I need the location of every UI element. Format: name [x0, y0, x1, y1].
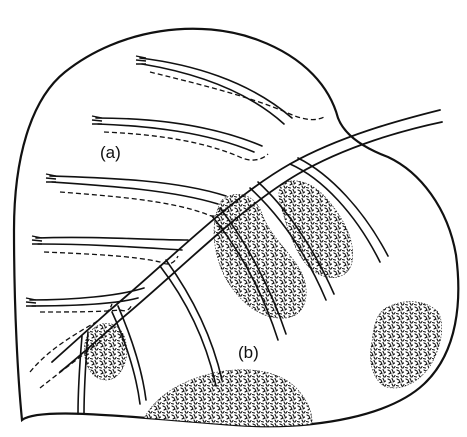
label-b: (b)	[238, 343, 259, 362]
label-a: (a)	[100, 143, 121, 162]
